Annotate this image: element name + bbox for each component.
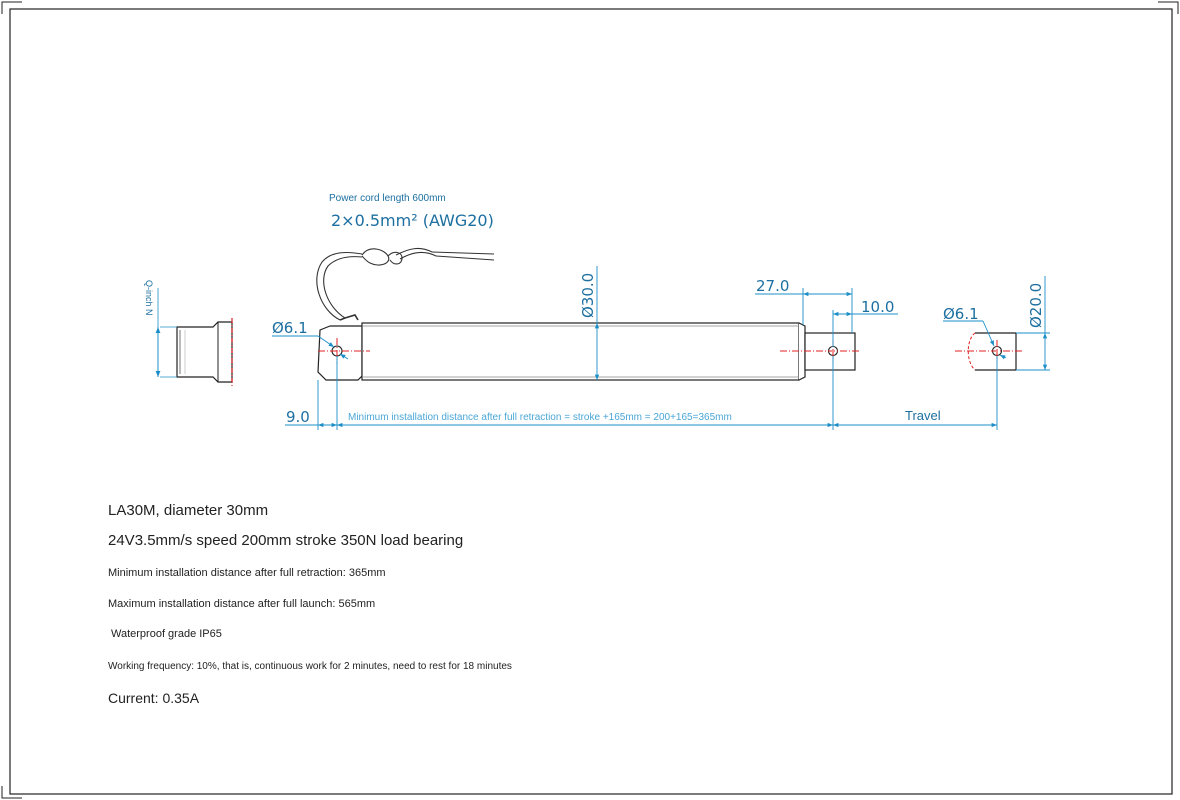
dim-diameter-rod: Ø20.0 [1027,283,1045,328]
side-view-label: Q-inch N [144,280,154,316]
side-view: Q-inch N [144,280,233,386]
spec-performance: 24V3.5mm/s speed 200mm stroke 350N load … [108,532,464,549]
spec-frequency: Working frequency: 10%, that is, continu… [108,661,512,672]
wire-spec-label: 2×0.5mm² (AWG20) [331,211,494,230]
power-cord-label: Power cord length 600mm [329,193,446,204]
spec-waterproof: Waterproof grade IP65 [111,628,222,640]
spec-model: LA30M, diameter 30mm [108,502,269,519]
dimension-lines [272,266,1050,430]
rear-clevis [317,325,363,381]
dim-hole-right: Ø6.1 [943,305,979,323]
dim-27: 27.0 [756,277,789,295]
spec-min-install: Minimum installation distance after full… [108,567,386,579]
min-install-note: Minimum installation distance after full… [348,412,732,423]
dim-hole-left: Ø6.1 [272,319,308,337]
dim-10: 10.0 [861,298,894,316]
power-cord [316,247,495,321]
actuator-body [361,322,806,381]
spec-current: Current: 0.35A [108,690,200,706]
spec-max-install: Maximum installation distance after full… [108,598,376,610]
travel-label: Travel [905,408,941,423]
dim-9: 9.0 [286,408,310,426]
dim-diameter-body: Ø30.0 [579,273,597,318]
